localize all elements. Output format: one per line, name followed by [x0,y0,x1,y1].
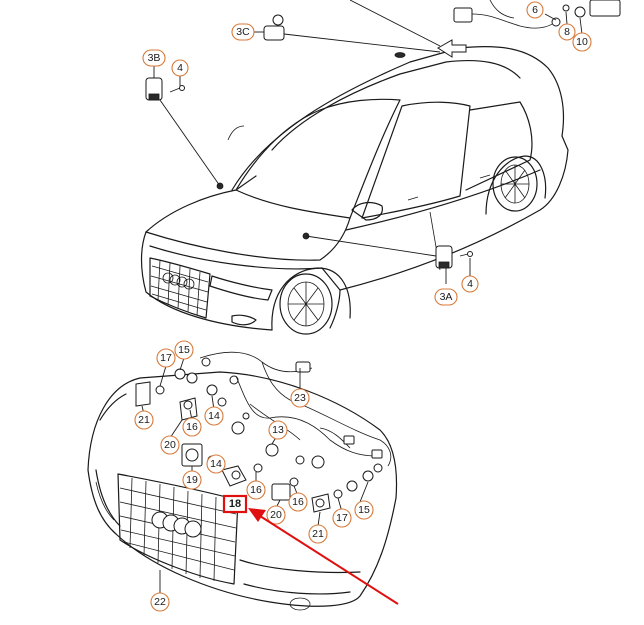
svg-text:14: 14 [208,410,220,422]
svg-text:17: 17 [336,512,348,524]
svg-text:3A: 3A [440,291,453,303]
svg-text:3C: 3C [236,26,250,38]
svg-text:8: 8 [564,26,570,38]
svg-text:16: 16 [250,484,262,496]
svg-text:6: 6 [532,4,538,16]
top-right-connector-part [453,0,621,29]
wiring-harness-part [199,351,392,467]
callout-19[interactable]: 19 [182,470,202,490]
svg-text:23: 23 [294,392,306,404]
sensor-3c-part [263,14,441,53]
callout-22[interactable]: 22 [150,592,170,612]
hook-mark [227,125,245,141]
svg-text:13: 13 [272,424,284,436]
svg-text:19: 19 [186,474,198,486]
front-bumper-part [87,371,398,611]
callout-16-a[interactable]: 16 [182,417,202,437]
callout-14-a[interactable]: 14 [204,406,224,426]
callout-4-right[interactable]: 4 [461,275,479,293]
callout-3b[interactable]: 3B [142,49,166,67]
callout-6[interactable]: 6 [526,1,544,19]
svg-text:4: 4 [177,62,183,74]
callout-14-b[interactable]: 14 [206,454,226,474]
svg-text:17: 17 [160,352,172,364]
sensor-3b-part [145,77,221,187]
svg-text:4: 4 [467,278,473,290]
bumper-logo-rings [151,511,202,538]
callout-10[interactable]: 10 [572,32,592,52]
mount-arrow-part [349,0,467,58]
svg-text:21: 21 [312,528,324,540]
bumper-components [135,357,383,513]
callout-15-right[interactable]: 15 [354,500,374,520]
svg-text:3B: 3B [148,52,161,64]
svg-text:15: 15 [178,344,190,356]
sensor-3a-part [305,235,473,269]
callout-23[interactable]: 23 [290,388,310,408]
callout-4-top[interactable]: 4 [171,59,189,77]
car-illustration [140,46,569,335]
svg-text:22: 22 [154,596,166,608]
callout-20-left[interactable]: 20 [160,435,180,455]
svg-text:18: 18 [229,498,241,510]
svg-text:21: 21 [138,414,150,426]
callout-21-right[interactable]: 21 [308,524,328,544]
svg-text:16: 16 [186,421,198,433]
svg-text:20: 20 [164,439,176,451]
svg-text:14: 14 [210,458,222,470]
callout-18-highlighted[interactable]: 18 [222,494,248,514]
callout-17-right[interactable]: 17 [332,508,352,528]
callout-3a[interactable]: 3A [434,288,458,306]
svg-text:16: 16 [292,496,304,508]
callout-20-right[interactable]: 20 [266,505,286,525]
callout-16-c[interactable]: 16 [288,492,308,512]
callout-17-left[interactable]: 17 [156,348,176,368]
highlight-arrow [248,508,399,605]
svg-text:15: 15 [358,504,370,516]
front-grille-pattern [150,259,209,316]
svg-text:20: 20 [270,509,282,521]
callout-16-b[interactable]: 16 [246,480,266,500]
callout-15-left[interactable]: 15 [174,340,194,360]
callout-13[interactable]: 13 [268,420,288,440]
svg-text:10: 10 [576,36,588,48]
callout-8[interactable]: 8 [558,23,576,41]
car-logo-rings [162,272,195,290]
callout-3c[interactable]: 3C [231,23,255,41]
callout-21-left[interactable]: 21 [134,410,154,430]
